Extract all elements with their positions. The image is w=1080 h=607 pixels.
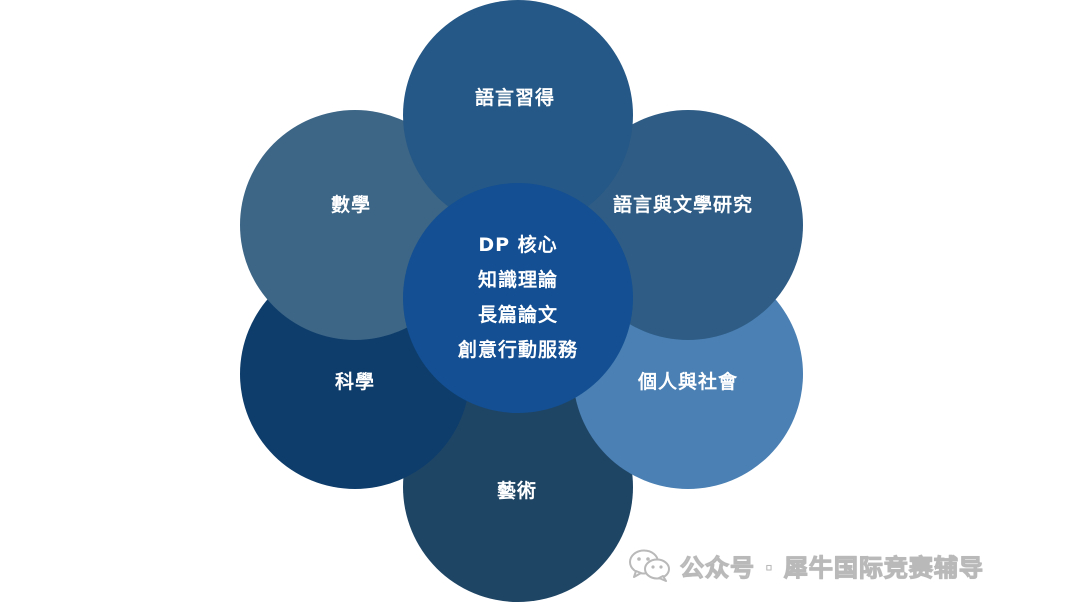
petal-arts-label: 藝術: [497, 480, 538, 502]
watermark: 公众号 · 犀牛国际竞赛辅导: [628, 545, 984, 585]
core-line-title: DP 核心: [478, 234, 558, 256]
petal-mathematics-label: 數學: [331, 194, 372, 216]
core-line-cas: 創意行動服務: [457, 339, 578, 361]
core-line-ee: 長篇論文: [477, 304, 558, 326]
petal-sciences-label: 科學: [335, 371, 376, 393]
petal-language-acquisition-label: 語言習得: [475, 87, 556, 109]
core-line-tok: 知識理論: [477, 269, 558, 291]
wechat-icon: [628, 548, 672, 582]
dp-core-circle: DP 核心 知識理論 長篇論文 創意行動服務: [403, 183, 633, 413]
watermark-text: 公众号 · 犀牛国际竞赛辅导: [680, 553, 984, 582]
petal-individuals-societies-label: 個人與社會: [638, 371, 739, 393]
petal-language-literature-label: 語言與文學研究: [613, 194, 754, 216]
